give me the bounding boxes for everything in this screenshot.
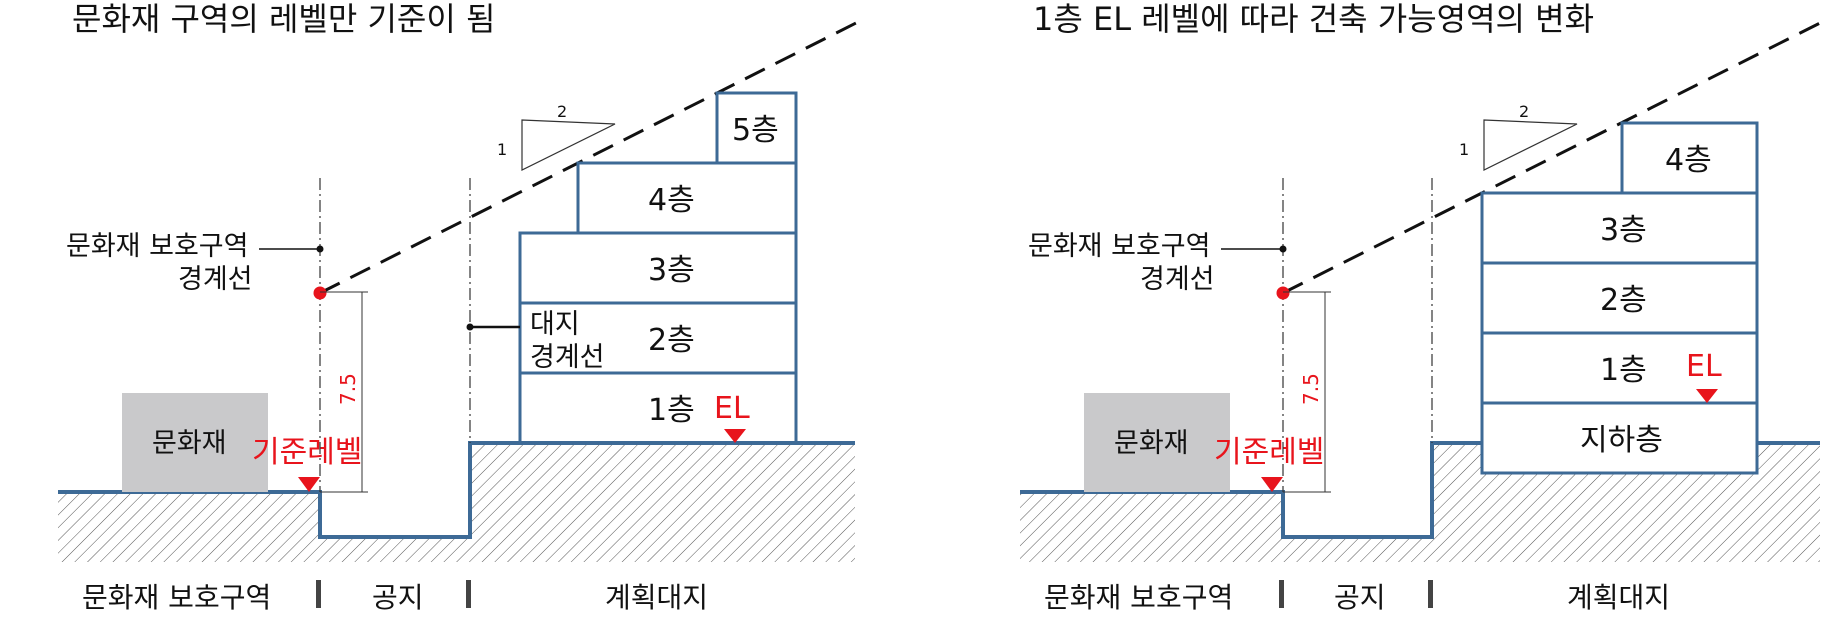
left-site-boundary-line2: 경계선 [530,342,605,373]
left-slope-rise: 1 [497,140,507,159]
left-floor-5-label: 5층 [732,113,779,148]
right-heritage-label: 문화재 [1114,428,1189,459]
right-floor-4-label: 4층 [1665,143,1712,178]
right-heritage-block [1084,393,1230,492]
left-site-boundary-line1: 대지 [530,309,580,340]
left-title: 문화재 구역의 레벨만 기준이 됨 [72,0,495,38]
left-boundary-label-line1: 문화재 보호구역 [66,231,248,262]
left-site-boundary-dot [466,323,474,331]
right-floor-4-box [1620,121,1759,195]
left-slope-run: 2 [557,102,567,121]
left-ground-hatch [58,443,855,562]
left-reference-triangle [298,477,320,492]
left-zone-divider-2 [466,580,471,608]
left-zone-site: 계획대지 [605,581,708,614]
right-ground-line [1020,441,1820,539]
right-panel: 1층 EL 레벨에 따라 건축 가능영역의 변화 문화재 기준레벨 2 1 문화… [1020,0,1823,614]
left-el-label: EL [714,391,750,426]
left-boundary-leader-dot [316,245,324,253]
right-reference-level: 기준레벨 [1214,435,1324,470]
left-dimension-value: 7.5 [336,373,360,405]
right-boundary-label-line2: 경계선 [1140,264,1215,295]
left-floor-5-box [715,91,798,165]
right-zone-divider-1 [1279,580,1284,608]
right-boundary-label-line1: 문화재 보호구역 [1028,231,1210,262]
right-zone-divider-2 [1428,580,1433,608]
left-floor-4-label: 4층 [648,183,695,218]
right-floor-3-label: 3층 [1600,213,1647,248]
left-zone-open: 공지 [372,581,424,614]
left-floor-3-label: 3층 [648,253,695,288]
left-zone-divider-1 [316,580,321,608]
right-floor-3-box [1480,191,1759,265]
right-basement-label: 지하층 [1580,423,1663,458]
left-building [518,91,798,445]
left-zone-heritage: 문화재 보호구역 [82,581,271,614]
right-dimension-value: 7.5 [1299,373,1323,405]
right-slope-triangle [1483,119,1578,171]
right-slope-run: 2 [1519,102,1529,121]
left-floor-2-label: 2층 [648,323,695,358]
right-zone-site: 계획대지 [1567,581,1670,614]
right-el-triangle [1696,389,1718,403]
right-el-label: EL [1686,349,1722,384]
left-boundary-label-line2: 경계선 [178,264,253,295]
right-reference-triangle [1261,477,1283,492]
right-boundary-leader-dot [1279,245,1287,253]
right-building [1480,121,1759,475]
left-reference-dot [313,286,327,300]
right-reference-dot [1276,286,1290,300]
right-floor-1-label: 1층 [1600,353,1647,388]
left-el-triangle [724,429,746,443]
right-slope-rise: 1 [1459,140,1469,159]
left-reference-level: 기준레벨 [252,435,362,470]
left-floor-4-box [576,161,798,235]
right-slope-line [1282,20,1823,295]
left-slope-triangle [521,119,616,171]
left-slope-line [319,20,859,295]
left-heritage-label: 문화재 [152,428,227,459]
right-zone-heritage: 문화재 보호구역 [1044,581,1233,614]
left-panel: 문화재 구역의 레벨만 기준이 됨 문화재 기준레벨 2 1 문화재 보호구역 … [58,0,859,614]
right-floor-2-label: 2층 [1600,283,1647,318]
left-floor-1-label: 1층 [648,393,695,428]
left-heritage-block [122,393,268,492]
right-zone-open: 공지 [1334,581,1386,614]
right-title: 1층 EL 레벨에 따라 건축 가능영역의 변화 [1033,0,1594,38]
